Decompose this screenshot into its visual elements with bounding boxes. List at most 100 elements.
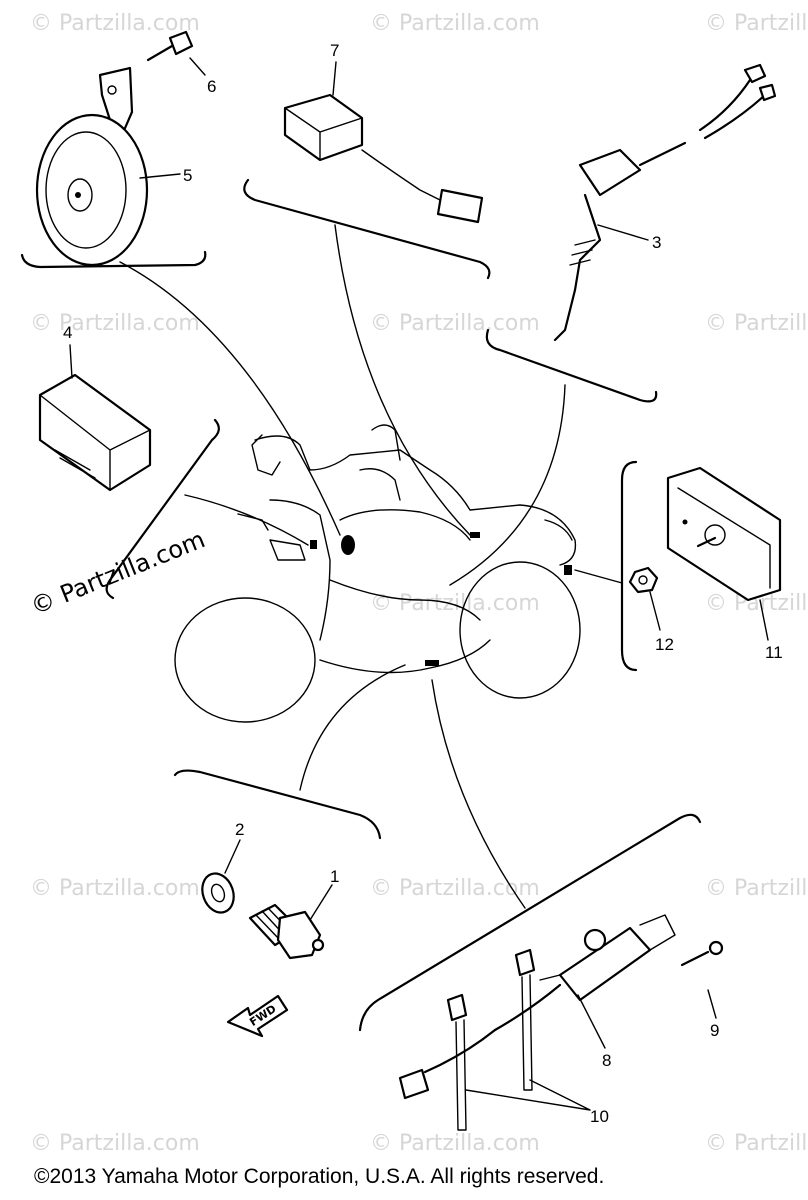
callout-leaders <box>69 57 769 1111</box>
horn-center <box>67 178 93 212</box>
bolt-9-eye <box>708 940 724 956</box>
switch-3-terminal-a <box>743 63 767 84</box>
switch-1-hex <box>276 910 322 960</box>
leader-11 <box>759 599 769 641</box>
leader-neutral-1 <box>299 664 406 791</box>
cable-tie-link <box>539 974 561 981</box>
cable-tie-a-strap <box>455 1019 467 1131</box>
switch-3-wire-c <box>638 141 687 167</box>
leader-relay-7 <box>334 224 471 536</box>
callout-10: 10 <box>590 1107 609 1126</box>
bracket-relay-7 <box>243 178 491 280</box>
leader-cylinder-8 <box>431 679 526 909</box>
leader-10 <box>465 1079 591 1111</box>
mount-point-cylinder <box>425 660 439 666</box>
tail <box>544 519 573 541</box>
relay-7-cable <box>361 149 441 201</box>
switch-3-spring-rod <box>553 193 602 342</box>
relay-7-edges <box>284 107 363 161</box>
callout-numbers: 7 6 5 3 4 12 11 2 1 9 8 10 <box>63 41 783 1126</box>
plate-part-11 <box>666 466 782 602</box>
relay-4-label <box>54 449 96 479</box>
washer-2 <box>201 872 235 914</box>
callout-6: 6 <box>207 77 216 96</box>
front-fender <box>237 513 269 531</box>
rear-wheel <box>459 561 581 699</box>
mount-point-horn <box>341 535 355 555</box>
engine-lower <box>329 579 481 621</box>
bolt-part-9 <box>680 940 724 967</box>
cylinder-part-8 <box>398 914 676 1100</box>
switch-3-wire-a <box>698 78 752 132</box>
watermark-text: © Partzilla.com <box>705 311 808 336</box>
watermark-text: © Partzilla.com <box>30 876 200 901</box>
cylinder-8-connector <box>398 1068 430 1100</box>
watermark-text: © Partzilla.com <box>370 11 540 36</box>
relay-part-4 <box>38 373 152 492</box>
relay-4-body <box>38 373 152 492</box>
washer-2-hole <box>210 883 226 903</box>
nut-12 <box>628 566 659 594</box>
diagram-svg: © Partzilla.com © Partzilla.com © Partzi… <box>20 11 808 1156</box>
plate-11-boss <box>704 524 726 546</box>
callout-7: 7 <box>330 41 339 60</box>
bracket-neutral-1 <box>173 769 382 840</box>
leader-8 <box>577 994 606 1049</box>
cylinder-head <box>359 468 401 501</box>
copyright-notice: ©2013 Yamaha Motor Corporation, U.S.A. A… <box>34 1165 605 1188</box>
fwd-arrow-shape <box>226 994 289 1038</box>
tank <box>339 509 471 541</box>
handlebar-left <box>251 434 281 476</box>
callout-2: 2 <box>235 820 244 839</box>
switch-1-terminal <box>311 938 325 952</box>
plate-11-body <box>666 466 782 602</box>
headlight <box>269 539 306 561</box>
watermark-text: © Partzilla.com <box>370 1131 540 1156</box>
front-wheel <box>174 597 316 723</box>
leader-3 <box>597 224 649 241</box>
horn-rim <box>45 131 127 249</box>
leader-12 <box>649 591 661 631</box>
mount-point-relay-7 <box>470 532 480 538</box>
cylinder-8-rod <box>639 914 676 951</box>
leader-1 <box>309 884 333 921</box>
leader-plate-11 <box>574 569 623 584</box>
leader-lines <box>119 224 623 909</box>
switch-3-spring <box>569 239 596 266</box>
leader-switch-3 <box>449 384 566 586</box>
watermark-text: © Partzilla.com <box>705 1131 808 1156</box>
relay-7-connector <box>436 188 484 224</box>
fwd-arrow: FWD <box>226 994 289 1038</box>
watermark-text: © Partzilla.com <box>370 311 540 336</box>
bracket-plate-11 <box>620 460 638 672</box>
plate-11-edge <box>677 487 771 589</box>
cable-tie-b-strap <box>521 974 533 1091</box>
watermark-text: © Partzilla.com <box>705 876 808 901</box>
bracket-cylinder-8 <box>358 813 702 1032</box>
bolt-head <box>168 30 194 56</box>
watermark-text: © Partzilla.com <box>370 876 540 901</box>
fork <box>269 499 331 641</box>
leader-horn <box>119 261 341 536</box>
watermark-text: © Partzilla.com <box>705 11 808 36</box>
bracket-switch-3 <box>485 328 658 403</box>
switch-3-wire-b <box>703 93 767 140</box>
watermark-prominent: © Partzilla.com <box>27 525 209 620</box>
cable-tie-a-head <box>446 993 468 1022</box>
horn-part-5 <box>35 66 149 267</box>
cylinder-8-hose <box>493 983 562 1032</box>
callout-3: 3 <box>652 233 661 252</box>
bolt-shank <box>146 44 174 62</box>
callout-1: 1 <box>330 867 339 886</box>
bolt-9-shank <box>680 950 710 967</box>
washer-part-2 <box>201 872 235 914</box>
bracket-relay-4 <box>105 418 220 600</box>
leader-6 <box>189 57 206 76</box>
callout-12: 12 <box>655 635 674 654</box>
horn-terminal <box>75 192 81 198</box>
plate-11-stud <box>696 536 717 548</box>
watermark-text: © Partzilla.com <box>30 11 200 36</box>
mount-point-relay-4 <box>310 540 317 549</box>
callout-5: 5 <box>183 166 192 185</box>
